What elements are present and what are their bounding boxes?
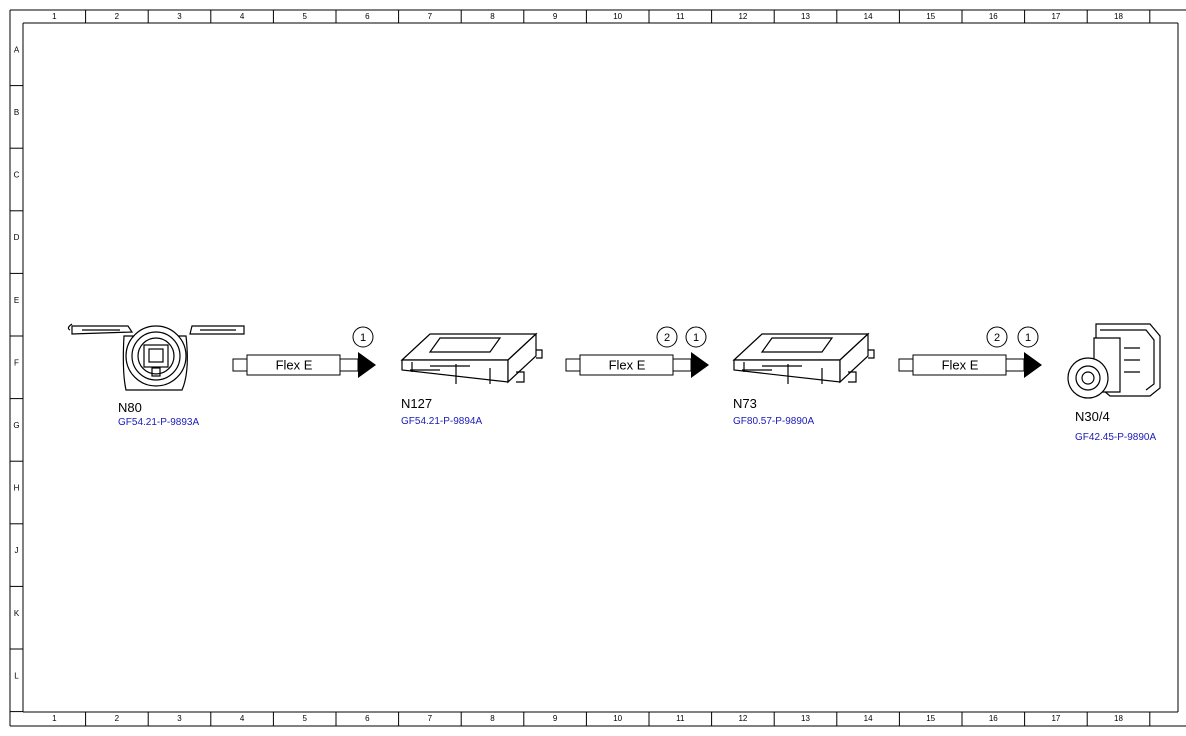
svg-text:1: 1 — [1025, 332, 1031, 344]
row-tick-label: G — [13, 421, 19, 430]
flex-e-connection-1[interactable]: Flex E 1 — [232, 326, 376, 378]
connection-label: Flex E — [609, 357, 646, 372]
column-tick-label: 8 — [490, 12, 495, 21]
steering-column-switch-icon — [67, 323, 245, 391]
column-tick-label: 11 — [676, 12, 685, 21]
connection-label: Flex E — [276, 357, 313, 372]
component-label: N30/4 — [1075, 409, 1110, 424]
column-tick-label: 13 — [801, 714, 810, 723]
column-tick-label: 5 — [302, 12, 307, 21]
svg-text:1: 1 — [360, 332, 366, 344]
note-badge[interactable]: 2 — [656, 326, 678, 348]
column-tick-label: 7 — [428, 12, 433, 21]
note-badge[interactable]: 1 — [1017, 326, 1039, 348]
document-reference-link[interactable]: GF54.21-P-9893A — [118, 417, 199, 428]
component-n73[interactable]: N73 GF80.57-P-9890A — [732, 332, 875, 427]
row-tick-label: J — [15, 546, 19, 555]
column-tick-label: 1 — [52, 12, 57, 21]
row-tick-label: D — [14, 233, 20, 242]
arrow-connector-icon — [565, 352, 709, 378]
column-tick-label: 14 — [864, 12, 873, 21]
row-tick-label: C — [14, 171, 20, 180]
column-tick-label: 2 — [115, 714, 120, 723]
component-n127[interactable]: N127 GF54.21-P-9894A — [400, 332, 543, 427]
svg-text:1: 1 — [693, 332, 699, 344]
column-tick-label: 18 — [1114, 12, 1123, 21]
arrow-connector-icon — [232, 352, 376, 378]
row-tick-label: F — [14, 358, 19, 367]
document-reference-link[interactable]: GF54.21-P-9894A — [401, 416, 482, 427]
column-tick-label: 6 — [365, 12, 370, 21]
column-tick-label: 16 — [989, 714, 998, 723]
column-tick-label: 8 — [490, 714, 495, 723]
column-tick-label: 10 — [613, 714, 622, 723]
component-label: N80 — [118, 400, 142, 415]
column-tick-label: 15 — [926, 714, 935, 723]
flex-e-connection-2[interactable]: Flex E 2 1 — [565, 326, 709, 378]
row-tick-label: B — [14, 108, 19, 117]
svg-text:2: 2 — [664, 332, 670, 344]
control-unit-icon — [400, 332, 543, 384]
abs-unit-icon — [1067, 323, 1161, 399]
column-tick-label: 15 — [926, 12, 935, 21]
column-tick-label: 12 — [738, 714, 747, 723]
control-unit-icon — [732, 332, 875, 384]
document-reference-link[interactable]: GF80.57-P-9890A — [733, 416, 814, 427]
note-badge[interactable]: 1 — [352, 326, 374, 348]
column-tick-label: 18 — [1114, 714, 1123, 723]
column-tick-label: 12 — [738, 12, 747, 21]
row-tick-label: L — [14, 671, 19, 680]
column-tick-label: 5 — [302, 714, 307, 723]
column-tick-label: 17 — [1051, 714, 1060, 723]
arrow-connector-icon — [898, 352, 1042, 378]
column-tick-label: 9 — [553, 714, 558, 723]
column-tick-label: 7 — [428, 714, 433, 723]
component-n30-4[interactable]: N30/4 GF42.45-P-9890A — [1067, 323, 1161, 443]
note-badge[interactable]: 2 — [986, 326, 1008, 348]
column-tick-label: 3 — [177, 714, 182, 723]
column-tick-label: 16 — [989, 12, 998, 21]
component-n80[interactable]: N80 GF54.21-P-9893A — [67, 323, 245, 428]
row-tick-label: H — [14, 484, 20, 493]
note-badge[interactable]: 1 — [685, 326, 707, 348]
column-tick-label: 6 — [365, 714, 370, 723]
column-tick-label: 11 — [676, 714, 685, 723]
component-label: N127 — [401, 396, 432, 411]
row-tick-label: K — [14, 609, 20, 618]
flex-e-connection-3[interactable]: Flex E 2 1 — [898, 326, 1042, 378]
drawing-frame — [9, 9, 1186, 727]
component-label: N73 — [733, 396, 757, 411]
column-tick-label: 14 — [864, 714, 873, 723]
document-reference-link[interactable]: GF42.45-P-9890A — [1075, 432, 1156, 443]
column-tick-label: 3 — [177, 12, 182, 21]
column-grid-ticks: 1122334455667788991010111112121313141415… — [52, 10, 1151, 726]
connection-label: Flex E — [942, 357, 979, 372]
column-tick-label: 1 — [52, 714, 57, 723]
column-tick-label: 9 — [553, 12, 558, 21]
svg-text:2: 2 — [994, 332, 1000, 344]
column-tick-label: 10 — [613, 12, 622, 21]
row-tick-label: A — [14, 45, 20, 54]
column-tick-label: 13 — [801, 12, 810, 21]
column-tick-label: 4 — [240, 12, 245, 21]
row-tick-label: E — [14, 296, 19, 305]
column-tick-label: 2 — [115, 12, 120, 21]
column-tick-label: 17 — [1051, 12, 1060, 21]
column-tick-label: 4 — [240, 714, 245, 723]
row-grid-ticks: A B C D E F G H J K L — [10, 45, 23, 713]
